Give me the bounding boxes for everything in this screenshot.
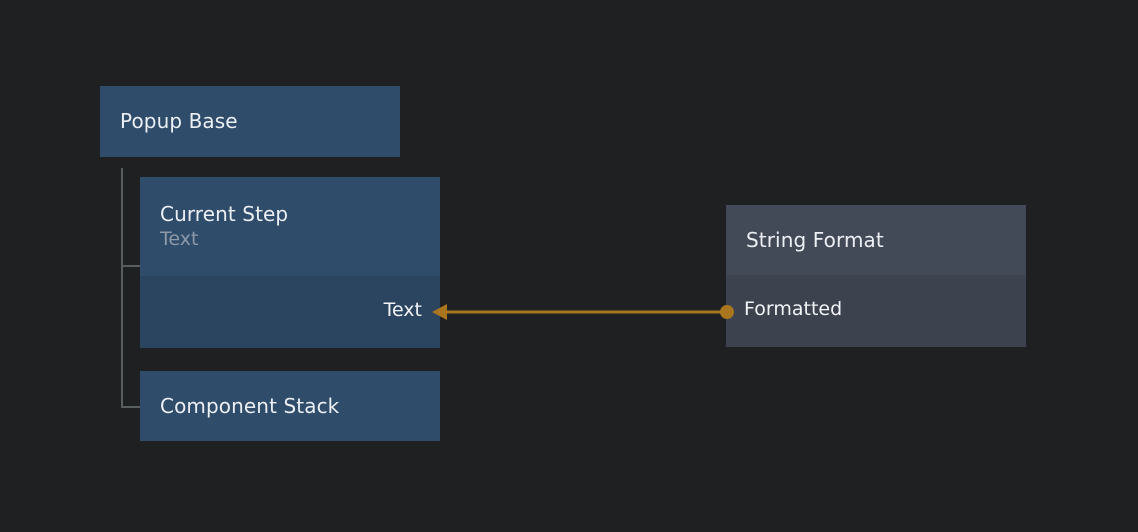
node-current-step-subtitle: Text <box>160 228 199 250</box>
node-string-format-body[interactable]: Formatted <box>726 275 1026 347</box>
tree-vertical-line <box>121 168 123 408</box>
node-current-step-title: Current Step <box>160 202 289 226</box>
node-component-stack-header[interactable]: Component Stack <box>140 371 440 441</box>
node-popup-base[interactable]: Popup Base <box>100 86 400 157</box>
node-string-format-header[interactable]: String Format <box>726 205 1026 275</box>
node-string-format-title: String Format <box>746 227 884 252</box>
output-pin-formatted-row[interactable]: Formatted <box>744 297 1008 321</box>
node-current-step-body[interactable]: Text <box>140 276 440 348</box>
node-current-step-header[interactable]: Current Step Text <box>140 177 440 276</box>
tree-branch-stub-current-step <box>121 265 140 267</box>
node-current-step[interactable]: Current Step Text Text <box>140 177 440 348</box>
node-component-stack[interactable]: Component Stack <box>140 371 440 441</box>
input-pin-text-label: Text <box>383 299 422 321</box>
node-component-stack-title: Component Stack <box>160 393 340 418</box>
output-pin-formatted-label: Formatted <box>744 298 843 320</box>
node-popup-base-header[interactable]: Popup Base <box>100 86 400 157</box>
input-pin-text-row[interactable]: Text <box>158 298 422 322</box>
node-string-format[interactable]: String Format Formatted <box>726 205 1026 347</box>
node-popup-base-title: Popup Base <box>120 109 238 133</box>
tree-branch-stub-component-stack <box>121 406 140 408</box>
